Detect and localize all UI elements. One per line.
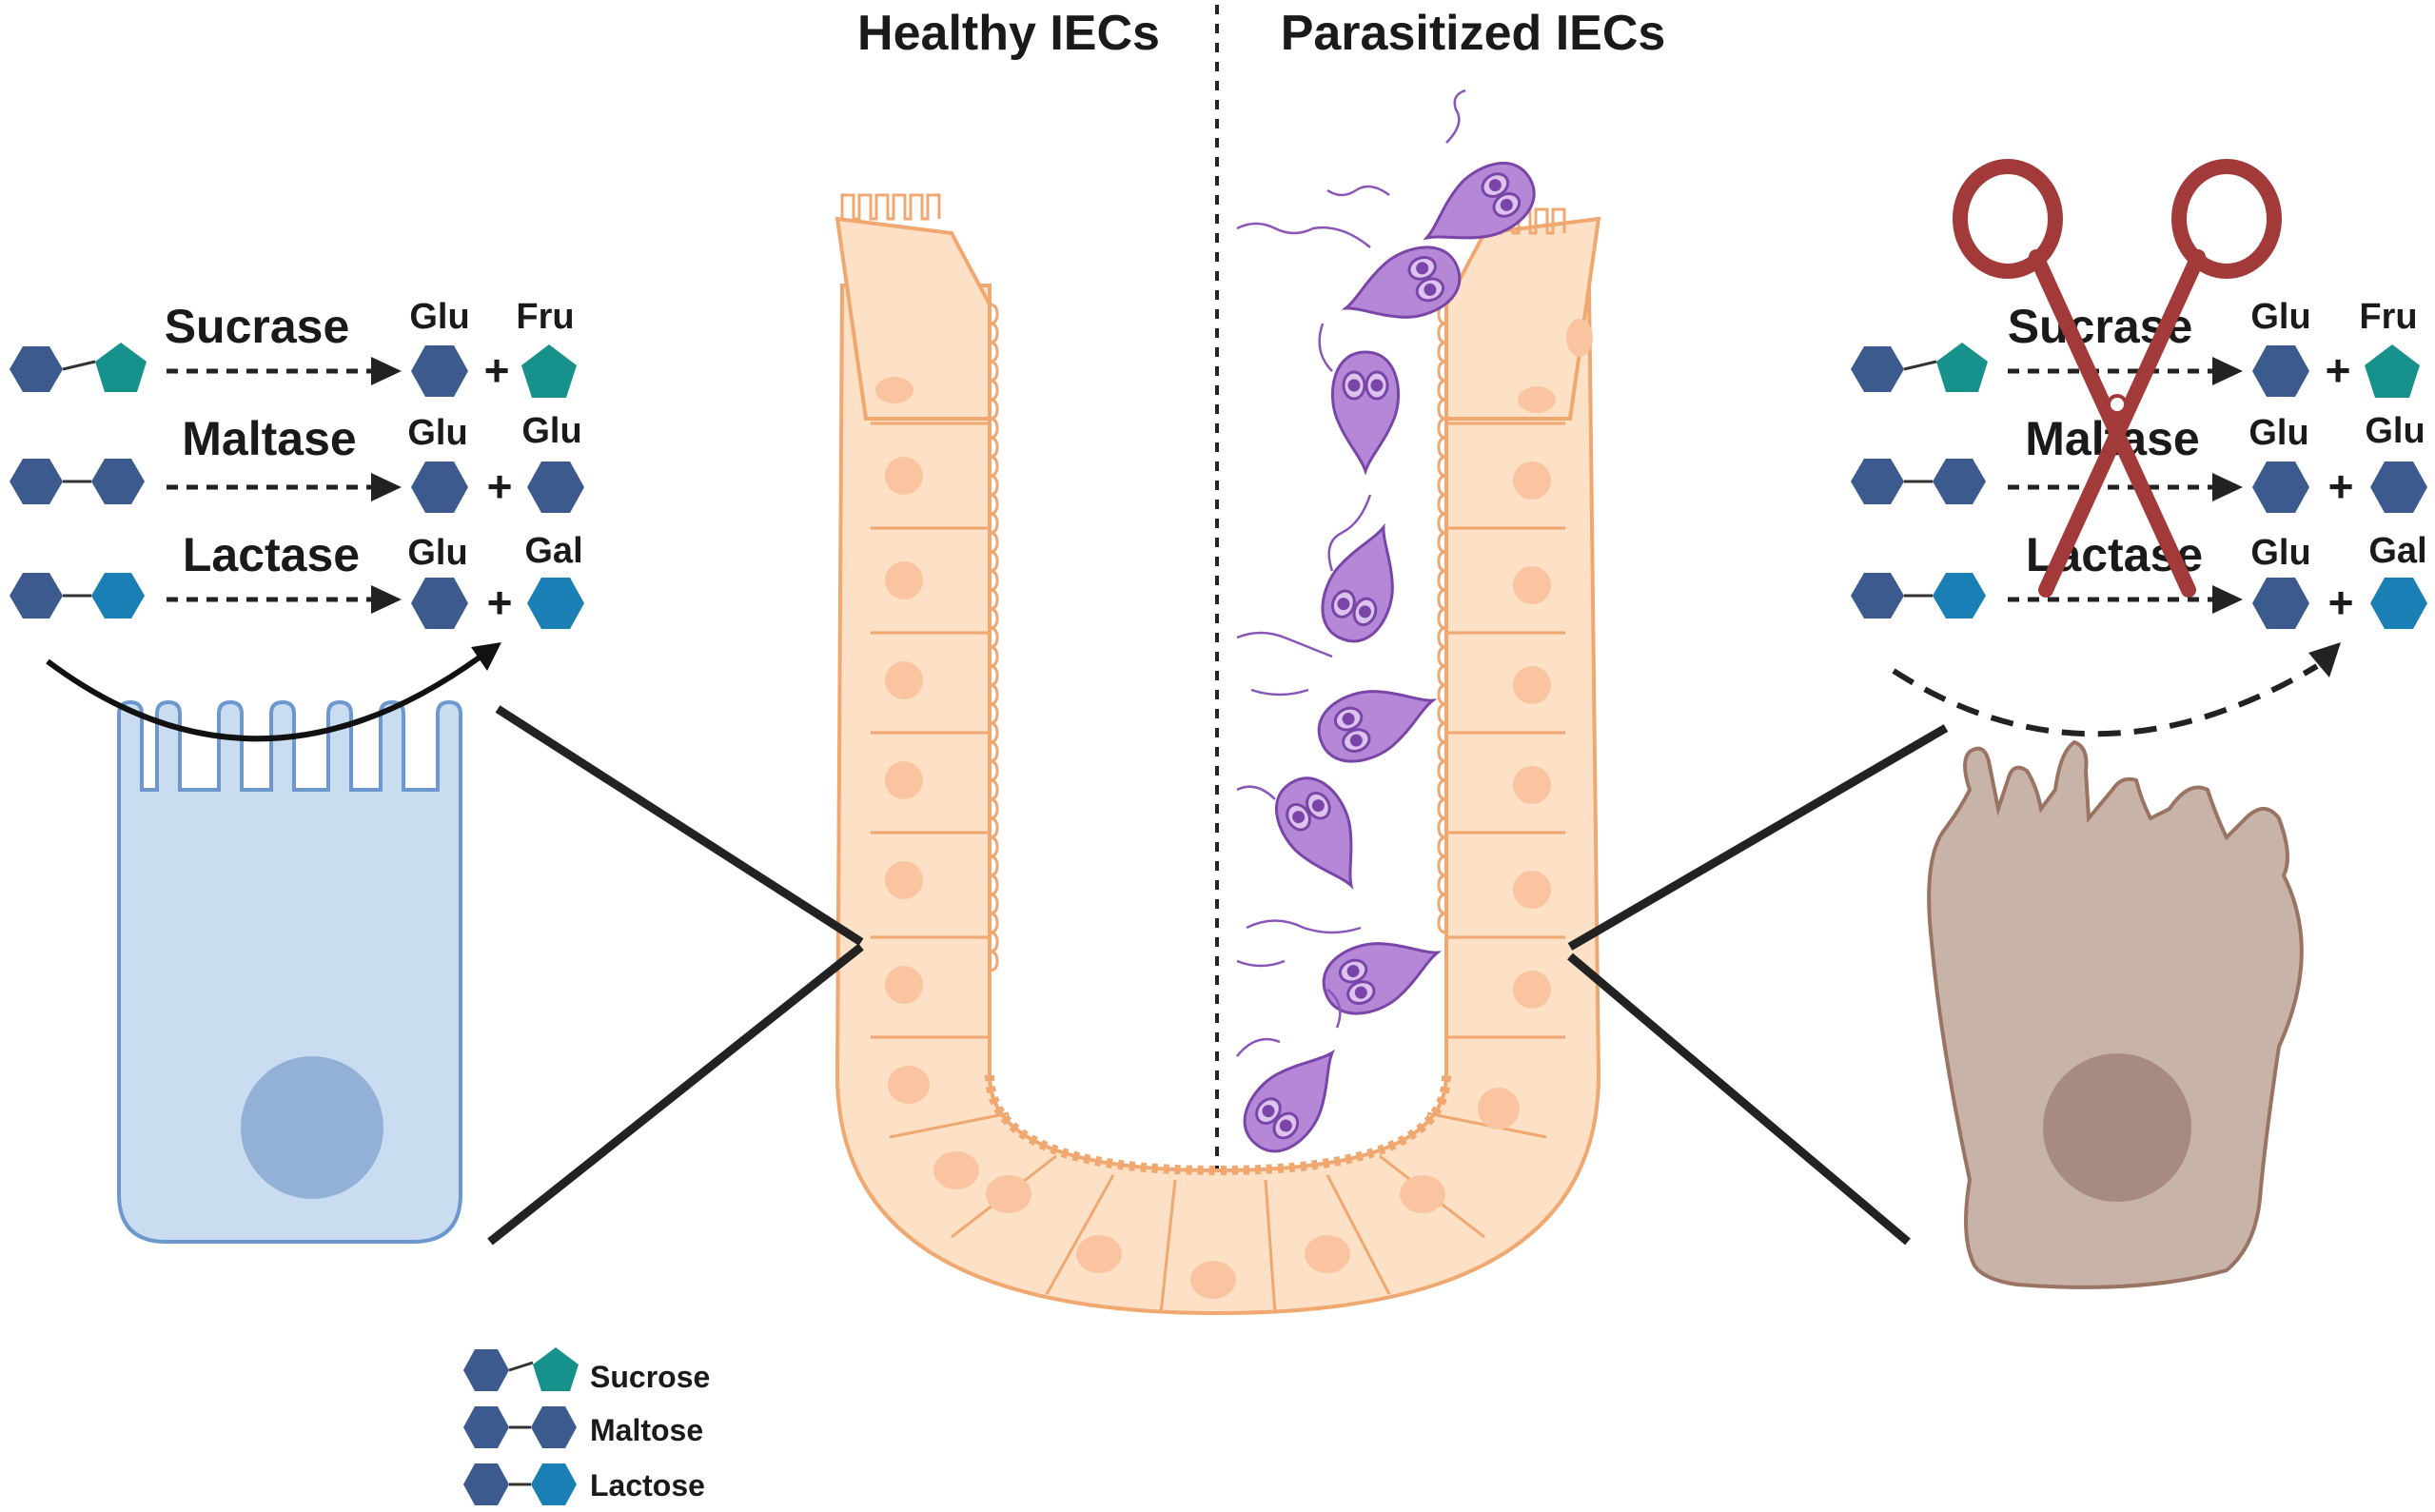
hexagon-glucose-icon — [527, 461, 584, 513]
product-glu-3: Glu — [521, 411, 581, 451]
parasitized-nucleus — [2043, 1053, 2191, 1202]
enzyme-maltase: Maltase — [182, 412, 356, 465]
header-parasitized-iecs: Parasitized IECs — [1281, 6, 1666, 61]
product-gal: Gal — [2368, 531, 2426, 571]
legend: Sucrose Maltose Lactose — [463, 1347, 710, 1505]
giardia-parasite-icon — [1321, 522, 1394, 643]
scissors-icon — [1953, 159, 2282, 598]
pentagon-fructose-icon — [95, 343, 147, 392]
hexagon-galactose-icon — [527, 578, 584, 629]
product-glu-2: Glu — [407, 413, 467, 453]
hexagon-glucose-icon — [91, 459, 145, 504]
lactose-molecule — [1851, 573, 1986, 619]
legend-item-maltose: Maltose — [463, 1406, 703, 1448]
giardia-parasite-icon — [1243, 1049, 1336, 1153]
enzyme-lactase: Lactase — [183, 528, 360, 581]
hexagon-glucose-icon — [411, 461, 468, 513]
zoom-connector-lines — [487, 705, 1949, 1246]
reactions-right: Sucrase Glu + Fru Maltase Glu + Glu Lact… — [1851, 159, 2427, 737]
legend-item-sucrose: Sucrose — [463, 1347, 710, 1394]
product-gal: Gal — [524, 531, 582, 571]
sucrose-molecule — [10, 343, 147, 392]
hexagon-glucose-icon — [10, 346, 63, 392]
maltose-molecule — [10, 459, 145, 504]
giardia-parasites — [1236, 88, 1536, 1153]
legend-maltose-label: Maltose — [590, 1413, 703, 1447]
enzyme-sucrase: Sucrase — [165, 300, 350, 353]
hexagon-glucose-icon — [10, 573, 63, 619]
curved-arrow — [46, 654, 482, 742]
header-healthy-iecs: Healthy IECs — [857, 6, 1160, 61]
legend-item-lactose: Lactose — [463, 1463, 705, 1505]
giardia-parasite-icon — [1341, 245, 1462, 319]
product-glu-3: Glu — [2365, 411, 2425, 451]
plus-sign: + — [2328, 578, 2354, 627]
legend-lactose-label: Lactose — [590, 1468, 705, 1502]
sucrose-molecule — [1851, 343, 1988, 392]
giardia-parasite-icon — [1330, 350, 1401, 476]
hexagon-glucose-icon — [411, 578, 468, 629]
hexagon-glucose-icon — [411, 345, 468, 397]
healthy-iec-cell — [117, 699, 462, 1244]
product-fru: Fru — [2359, 297, 2417, 337]
product-fru: Fru — [516, 297, 574, 337]
giardia-parasite-icon — [1317, 690, 1438, 763]
hexagon-glucose-icon — [10, 459, 63, 504]
intestinal-crypt — [835, 193, 1601, 1316]
plus-sign: + — [2328, 461, 2354, 511]
product-glu-1: Glu — [409, 297, 469, 337]
plus-sign: + — [2326, 345, 2351, 395]
plus-sign: + — [484, 345, 510, 395]
product-glu-1: Glu — [2250, 297, 2310, 337]
plus-sign: + — [487, 578, 513, 627]
hexagon-galactose-icon — [91, 573, 145, 619]
maltose-molecule — [1851, 459, 1986, 504]
lactose-molecule — [10, 573, 145, 619]
plus-sign: + — [487, 461, 513, 511]
giardia-parasite-icon — [1423, 161, 1536, 241]
parasitized-iec-cell — [1927, 739, 2304, 1289]
product-glu-4: Glu — [2250, 533, 2310, 573]
dashed-curved-arrow — [1892, 663, 2319, 737]
legend-sucrose-label: Sucrose — [590, 1360, 710, 1394]
giardia-parasite-icon — [1274, 776, 1354, 890]
product-glu-2: Glu — [2248, 413, 2308, 453]
giardia-parasite-icon — [1322, 942, 1443, 1015]
pentagon-fructose-icon — [521, 344, 577, 398]
healthy-nucleus — [241, 1056, 383, 1199]
product-glu-4: Glu — [407, 533, 467, 573]
reactions-left: Sucrase Glu + Fru Maltase Glu + Glu Lact… — [10, 297, 584, 742]
